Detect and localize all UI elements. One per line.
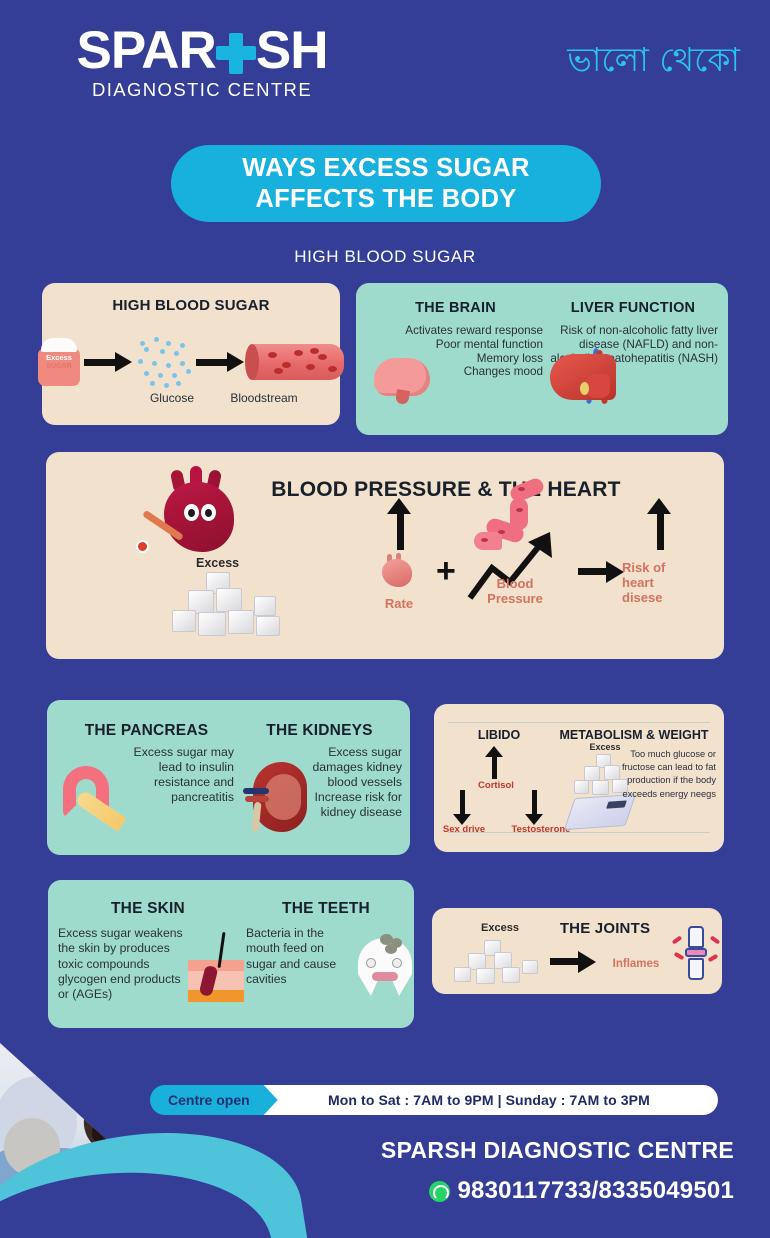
heart-icon-small	[382, 553, 416, 588]
sugar-cubes-icon-3	[452, 940, 542, 984]
label-cortisol: Cortisol	[478, 780, 514, 791]
label-bloodstream: Bloodstream	[230, 391, 298, 405]
rising-trend-icon	[466, 528, 558, 602]
header: SPAR SH DIAGNOSTIC CENTRE ভালো থেকো	[0, 0, 770, 132]
teeth-body-text: Bacteria in the mouth feed on sugar and …	[246, 926, 337, 986]
label-testosterone: Testosterone	[511, 824, 571, 835]
high-blood-sugar-diagram: Excess SUGAR	[38, 327, 344, 397]
section-teeth: THE TEETH Bacteria in the mouth feed on …	[246, 900, 412, 996]
label-glucose: Glucose	[149, 391, 194, 405]
pancreas-icon	[61, 766, 137, 836]
label-risk-heart-disease: Risk of heart disese	[622, 560, 666, 605]
card-blood-pressure-heart: BLOOD PRESSURE & THE HEART Excess Rate +	[46, 452, 724, 659]
brain-body-text: Activates reward response Poor mental fu…	[405, 324, 543, 379]
card-brain-liver: THE BRAIN Activates reward response Poor…	[356, 283, 728, 435]
section-brain: THE BRAIN Activates reward response Poor…	[368, 300, 543, 405]
label-rate: Rate	[384, 596, 414, 611]
bangla-tagline: ভালো থেকো	[567, 40, 740, 79]
blood-vessel-icon	[245, 340, 344, 384]
logo-subtitle: DIAGNOSTIC CENTRE	[91, 79, 313, 100]
section-kidneys: THE KIDNEYS Excess sugar damages kidney …	[237, 722, 402, 833]
logo-text-part2: SH	[255, 21, 329, 80]
kidneys-body-text: Excess sugar damages kidney blood vessel…	[312, 745, 402, 819]
plus-sign: +	[436, 552, 456, 590]
footer-centre-name: SPARSH DIAGNOSTIC CENTRE	[380, 1137, 734, 1163]
arrow-right-icon-3	[578, 561, 624, 583]
inflamed-joint-icon	[671, 924, 721, 982]
main-title-pill: WAYS EXCESS SUGAR AFFECTS THE BODY	[171, 145, 601, 222]
label-inflames: Inflames	[612, 958, 660, 970]
card-skin-teeth: THE SKIN Excess sugar weakens the skin b…	[48, 880, 414, 1028]
opening-hours-text: Mon to Sat : 7AM to 9PM | Sunday : 7AM t…	[328, 1092, 650, 1108]
skin-layers-icon	[188, 931, 244, 1006]
title-line-1: WAYS EXCESS SUGAR	[242, 154, 530, 183]
label-excess-sugar: Excess	[196, 556, 240, 570]
whatsapp-icon	[428, 1180, 450, 1202]
card-title-skin: THE SKIN	[111, 900, 185, 917]
card-title-liver: LIVER FUNCTION	[570, 300, 696, 316]
card-pancreas-kidneys: THE PANCREAS Excess sugar may lead to in…	[47, 700, 410, 855]
label-excess-joints: Excess	[481, 922, 519, 934]
arrow-right-icon	[84, 352, 132, 372]
card-title-brain: THE BRAIN	[415, 300, 496, 316]
page-subtitle: HIGH BLOOD SUGAR	[294, 247, 476, 266]
card-title-joints: THE JOINTS	[559, 920, 651, 937]
card-high-blood-sugar: HIGH BLOOD SUGAR Excess SUGAR	[38, 283, 344, 425]
arrow-right-icon-2	[196, 352, 244, 372]
sparsh-logo: SPAR SH DIAGNOSTIC CENTRE	[52, 24, 352, 101]
card-title-metabolism: METABOLISM & WEIGHT	[559, 728, 709, 742]
metabolism-body-text: Too much glucose or fructose can lead to…	[621, 749, 716, 799]
section-pancreas: THE PANCREAS Excess sugar may lead to in…	[59, 722, 234, 832]
footer-phone-number: 9830117733/8335049501	[457, 1177, 734, 1204]
kidney-icon	[243, 762, 309, 834]
card-title-blood-pressure: BLOOD PRESSURE & THE HEART	[271, 478, 621, 501]
divider-top	[448, 722, 710, 723]
card-libido-metabolism: LIBIDO Cortisol Sex drive Testosterone M…	[434, 704, 724, 852]
label-blood-pressure: Blood Pressure	[487, 576, 543, 606]
title-line-2: AFFECTS THE BODY	[255, 184, 517, 213]
sugar-bag-label-excess: Excess	[46, 353, 72, 362]
high-blood-sugar-labels: Glucose Bloodstream	[42, 391, 340, 405]
blood-vessel-icon-2	[474, 476, 548, 560]
card-title-libido: LIBIDO	[477, 728, 521, 742]
logo-text-part1: SPAR	[76, 21, 217, 80]
sick-heart-icon	[136, 466, 248, 556]
skin-body-text: Excess sugar weakens the skin by produce…	[58, 926, 183, 1001]
card-title-teeth: THE TEETH	[282, 900, 370, 917]
sugar-bag-label-sugar: SUGAR	[46, 363, 72, 370]
pancreas-body-text: Excess sugar may lead to insulin resista…	[133, 745, 234, 804]
card-title-pancreas: THE PANCREAS	[84, 722, 209, 739]
opening-hours-bar: Centre open Mon to Sat : 7AM to 9PM | Su…	[158, 1085, 718, 1115]
card-joints: Excess THE JOINTS Inflames	[432, 908, 722, 994]
sugar-bag-icon: Excess SUGAR	[38, 338, 80, 386]
brain-icon	[374, 358, 432, 405]
centre-open-pill: Centre open	[150, 1085, 278, 1115]
logo-wordmark: SPAR SH	[52, 24, 352, 77]
blood-pressure-equation: Rate + Blood Pressure Risk of heart dise…	[366, 476, 706, 654]
sugar-cubes-icon-2	[574, 754, 634, 796]
label-excess-metabolism: Excess	[589, 742, 621, 752]
label-sex-drive: Sex drive	[442, 824, 486, 835]
card-title-kidneys: THE KIDNEYS	[266, 722, 373, 739]
liver-icon	[550, 347, 622, 410]
section-skin: THE SKIN Excess sugar weakens the skin b…	[58, 900, 244, 1002]
medical-cross-icon	[215, 32, 256, 74]
glucose-molecules-icon	[136, 335, 192, 389]
divider-bottom	[448, 832, 710, 833]
card-title-high-blood-sugar: HIGH BLOOD SUGAR	[112, 297, 270, 314]
section-liver: LIVER FUNCTION Risk of non-alcoholic fat…	[548, 300, 718, 405]
tooth-icon	[358, 934, 412, 1000]
sugar-cubes-icon	[166, 572, 296, 638]
footer-phone-row[interactable]: 9830117733/8335049501	[428, 1177, 735, 1205]
arrow-right-icon-4	[550, 951, 596, 973]
